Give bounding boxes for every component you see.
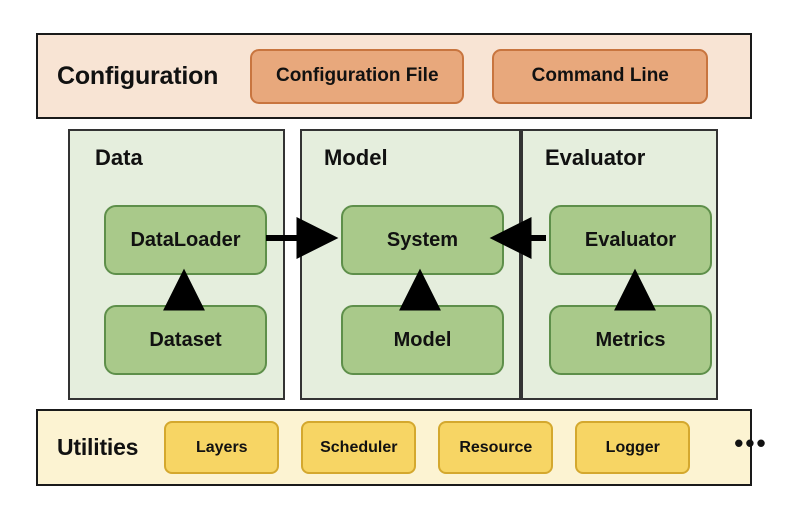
utility-layers-button[interactable]: Layers — [164, 421, 280, 474]
panel-model: Model System Model — [300, 129, 521, 400]
node-system[interactable]: System — [341, 205, 504, 275]
utility-scheduler-button[interactable]: Scheduler — [301, 421, 417, 474]
panel-evaluator: Evaluator Evaluator Metrics — [521, 129, 718, 400]
node-evaluator[interactable]: Evaluator — [549, 205, 712, 275]
node-metrics[interactable]: Metrics — [549, 305, 712, 375]
panel-data-title: Data — [95, 145, 143, 170]
utility-resource-button[interactable]: Resource — [438, 421, 554, 474]
panel-evaluator-title: Evaluator — [545, 145, 646, 170]
utility-logger-button[interactable]: Logger — [575, 421, 691, 474]
utilities-section-title: Utilities — [57, 434, 139, 460]
panel-model-title: Model — [324, 145, 388, 170]
configuration-file-button[interactable]: Configuration File — [250, 48, 465, 104]
panel-data: Data DataLoader Dataset — [68, 129, 285, 400]
node-model[interactable]: Model — [341, 305, 504, 375]
node-dataloader[interactable]: DataLoader — [104, 205, 267, 275]
utilities-button-group: Layers Scheduler Resource Logger ••• — [164, 421, 767, 474]
command-line-button[interactable]: Command Line — [492, 48, 709, 104]
configuration-section-title: Configuration — [57, 61, 219, 90]
configuration-section: Configuration Configuration File Command… — [36, 33, 752, 119]
utilities-section: Utilities Layers Scheduler Resource Logg… — [36, 409, 766, 486]
node-dataset[interactable]: Dataset — [104, 305, 267, 375]
configuration-button-group: Configuration File Command Line — [250, 48, 709, 104]
utilities-more-ellipsis-icon: ••• — [734, 427, 768, 458]
